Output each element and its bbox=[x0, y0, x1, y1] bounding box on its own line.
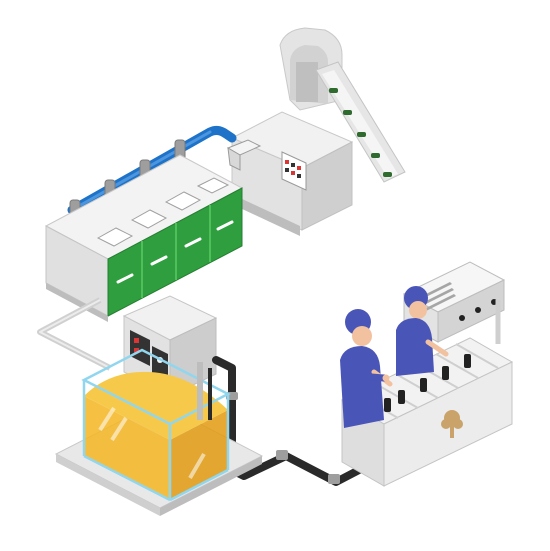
control-panel bbox=[281, 151, 307, 191]
conveyor-items bbox=[329, 88, 392, 177]
processing-machine bbox=[226, 111, 354, 236]
worker-back bbox=[396, 286, 449, 376]
small-hopper bbox=[226, 139, 262, 171]
tank-level-marks bbox=[116, 220, 234, 284]
inclined-conveyor bbox=[315, 61, 406, 183]
bottles bbox=[384, 354, 471, 412]
tank-divider-lines bbox=[141, 205, 211, 298]
glass-liquid-tank bbox=[54, 348, 264, 516]
feed-chute bbox=[279, 27, 343, 111]
glass-reflections bbox=[98, 406, 206, 480]
tank-lids bbox=[96, 177, 230, 247]
grey-pipe bbox=[37, 297, 112, 371]
multi-chamber-tank bbox=[44, 154, 244, 322]
worker-front bbox=[340, 309, 393, 428]
blue-pipe bbox=[67, 125, 237, 223]
tree-logo-icon bbox=[441, 410, 463, 438]
